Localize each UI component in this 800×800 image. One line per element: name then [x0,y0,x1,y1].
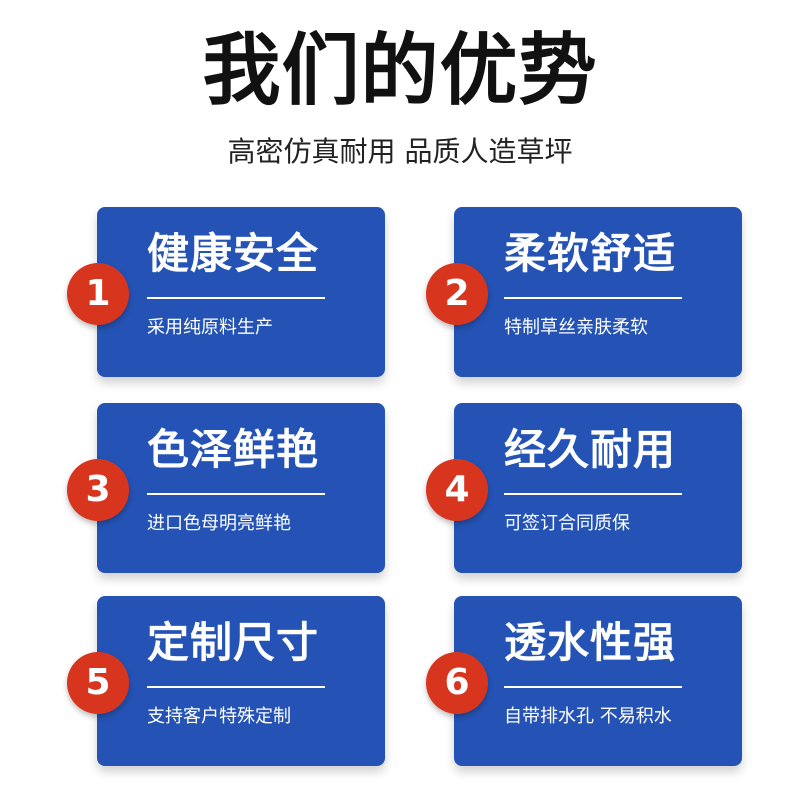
advantage-card-6: 透水性强 自带排水孔 不易积水 [454,596,742,766]
number-badge-3: 3 [67,459,129,521]
card-description: 采用纯原料生产 [147,317,273,338]
card-description: 自带排水孔 不易积水 [504,706,672,727]
card-description: 进口色母明亮鲜艳 [147,513,291,534]
number-badge-2: 2 [426,263,488,325]
card-divider [147,686,325,688]
card-divider [504,297,682,299]
card-title: 经久耐用 [504,425,677,474]
card-divider [504,686,682,688]
card-description: 可签订合同质保 [504,513,630,534]
number-badge-4: 4 [426,459,488,521]
number-badge-5: 5 [67,652,129,714]
page-subtitle: 高密仿真耐用 品质人造草坪 [227,135,573,168]
advantage-card-5: 定制尺寸 支持客户特殊定制 [97,596,385,766]
card-title: 透水性强 [504,618,677,667]
advantage-card-1: 健康安全 采用纯原料生产 [97,207,385,377]
card-title: 色泽鲜艳 [147,425,320,474]
card-title: 柔软舒适 [504,229,677,278]
advantage-card-4: 经久耐用 可签订合同质保 [454,403,742,573]
number-badge-6: 6 [426,652,488,714]
card-divider [504,493,682,495]
card-title: 健康安全 [147,229,320,278]
card-divider [147,493,325,495]
card-title: 定制尺寸 [147,618,320,667]
card-divider [147,297,325,299]
card-description: 支持客户特殊定制 [147,706,291,727]
advantage-card-2: 柔软舒适 特制草丝亲肤柔软 [454,207,742,377]
page-title: 我们的优势 [202,26,598,116]
number-badge-1: 1 [67,263,129,325]
advantage-card-3: 色泽鲜艳 进口色母明亮鲜艳 [97,403,385,573]
card-description: 特制草丝亲肤柔软 [504,317,648,338]
